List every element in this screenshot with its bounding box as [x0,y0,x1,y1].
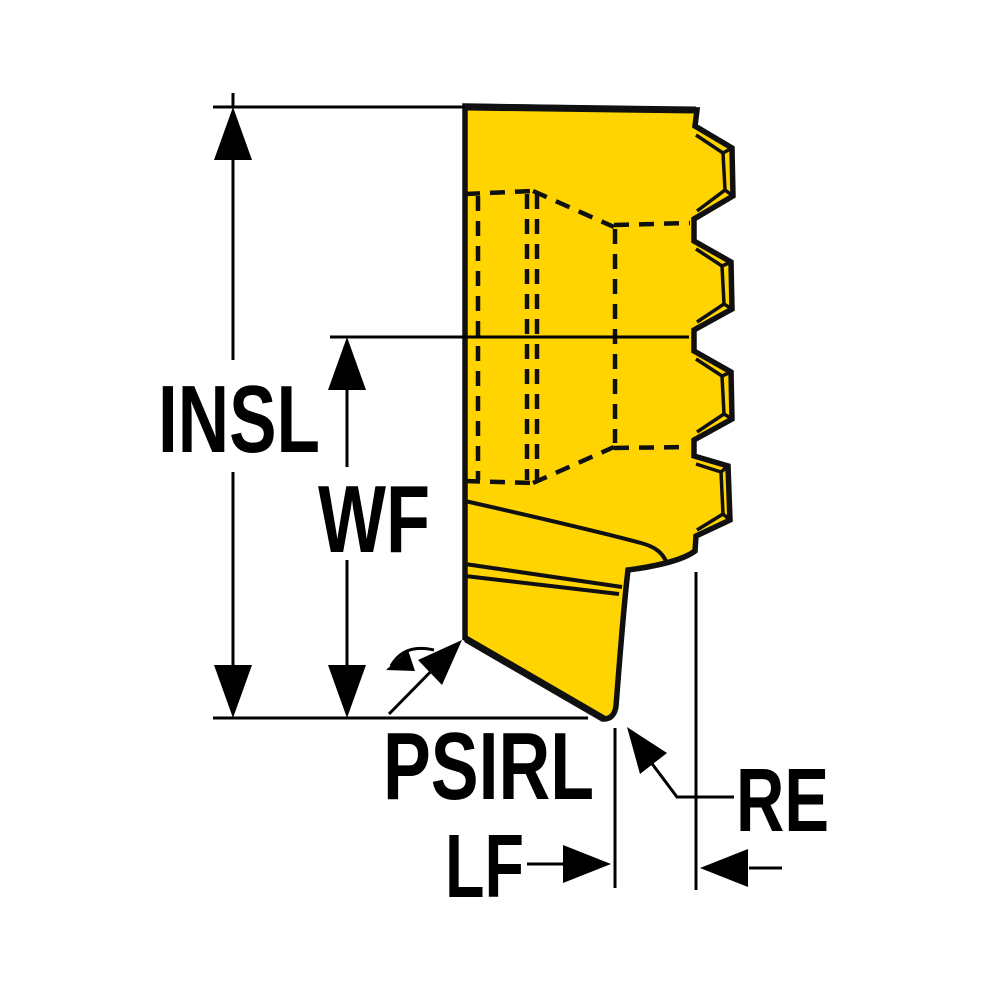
psirl-arc-arrowhead [386,650,415,671]
hidden-bottom-horizontal [464,478,534,486]
re-leader-arrowhead [627,727,667,774]
re-arrowhead-left [700,849,748,887]
re-leader-line [645,756,734,799]
hidden-top-horizontal [464,188,534,197]
insl-arrowhead-down [214,665,252,718]
blade-face-line-upper [464,499,668,562]
insert-top-edge [464,103,697,114]
hidden-bottom-diagonal [532,444,615,486]
lf-label: LF [445,817,524,917]
wf-arrowhead-up [328,337,366,390]
re-label: RE [736,751,829,851]
insl-label: INSL [158,366,320,473]
hidden-bottom-to-notch [613,444,690,451]
insert-body [462,103,736,723]
insert-bottom-cutting-edge [464,635,606,723]
psirl-leader-arrowhead [418,640,462,685]
insert-body-outline [462,103,736,722]
insl-arrowhead-up [214,107,252,160]
blade-land-line-1 [464,562,623,589]
blade-land-line-2 [464,574,620,596]
dimension-lines [213,93,782,890]
tooth-facet-lines [695,133,735,532]
psirl-label: PSIRL [383,713,594,820]
hidden-contour-dashed [464,188,691,486]
lf-arrowhead-right [563,845,611,883]
dimension-labels: INSL WF PSIRL LF RE [158,366,829,917]
wf-arrowhead-down [328,665,366,718]
wf-label: WF [318,466,430,573]
hidden-top-diagonal [532,188,615,230]
hidden-top-to-notch [613,220,691,228]
psirl-angle-arc [389,646,435,667]
